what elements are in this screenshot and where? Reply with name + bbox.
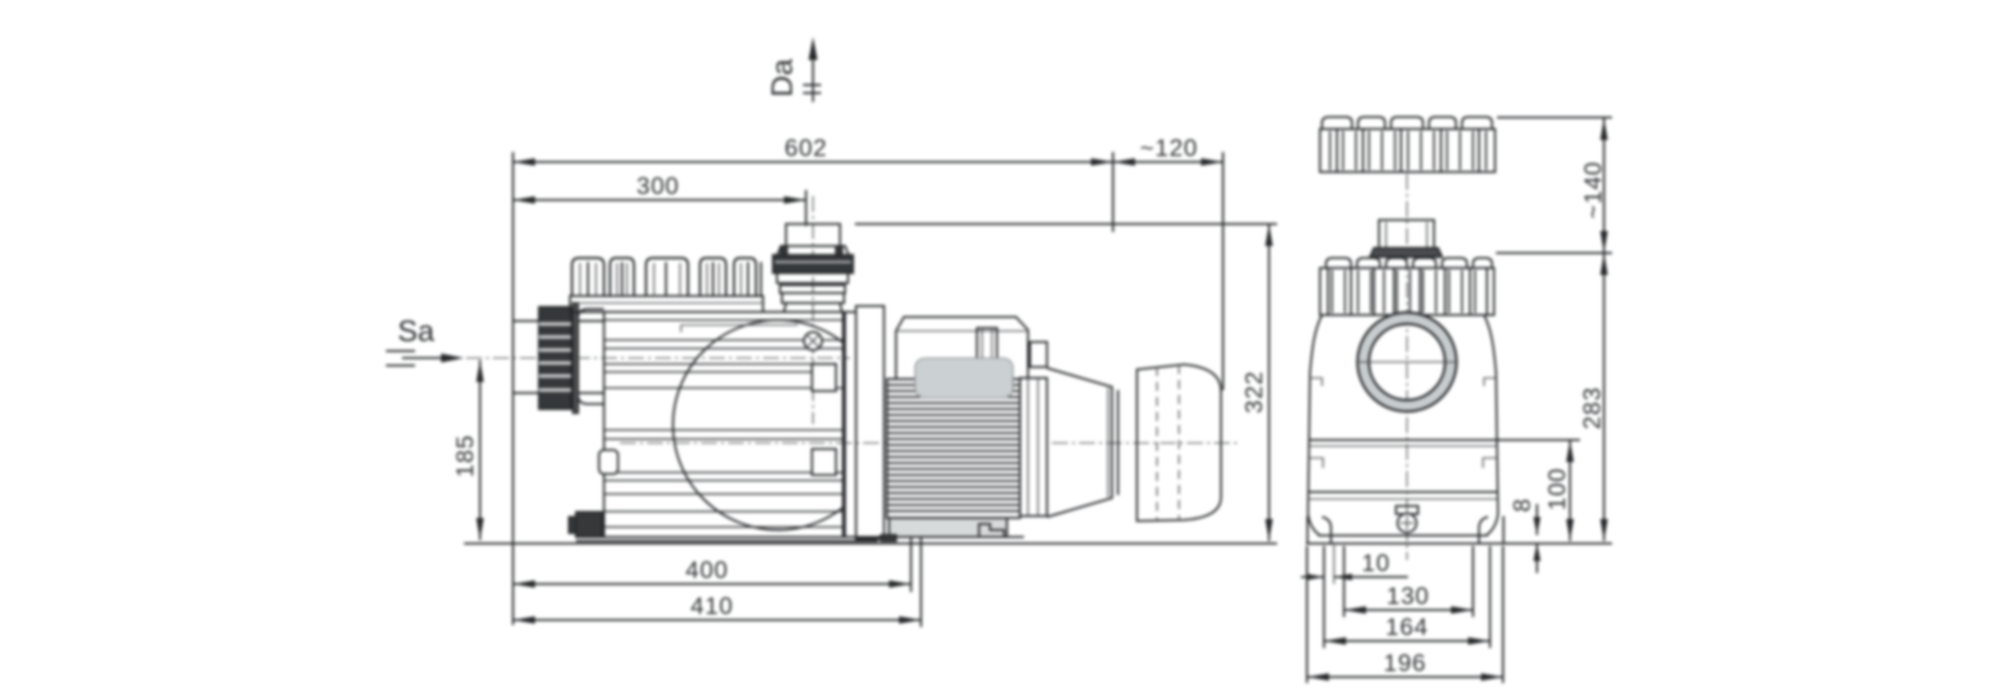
svg-text:196: 196 [1383,650,1426,677]
svg-text:~140: ~140 [1580,161,1607,219]
svg-text:322: 322 [1241,370,1268,413]
svg-text:8: 8 [1509,498,1536,512]
svg-text:~120: ~120 [1140,135,1198,162]
svg-text:130: 130 [1386,583,1429,610]
svg-text:100: 100 [1544,467,1571,510]
svg-text:410: 410 [690,593,733,620]
svg-text:Sa: Sa [398,315,435,348]
svg-text:164: 164 [1385,614,1428,641]
svg-text:283: 283 [1579,386,1606,429]
svg-text:300: 300 [636,173,679,200]
svg-text:400: 400 [685,557,728,584]
svg-text:Da: Da [766,59,799,98]
svg-text:602: 602 [784,135,827,162]
svg-text:10: 10 [1362,550,1391,577]
svg-text:185: 185 [452,434,479,477]
